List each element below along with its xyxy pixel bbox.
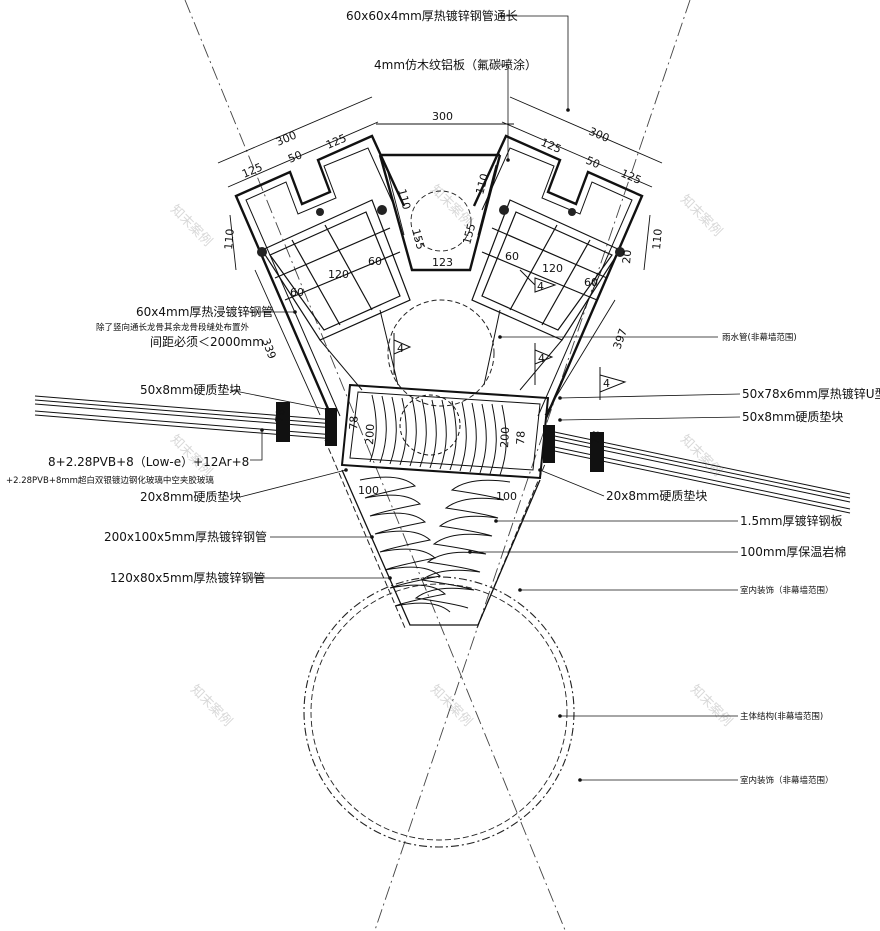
dim-155-right: 155: [460, 222, 478, 246]
glass-clamps: [276, 402, 604, 472]
label-main-structure: 主体结构(非幕墙范围): [740, 711, 823, 722]
label-al-panel: 4mm仿木纹铝板（氟碳喷涂）: [374, 57, 537, 72]
dim-200-right: 200: [498, 427, 512, 449]
drain-pipe-circle: [387, 190, 495, 407]
dim-300-right: 300: [587, 125, 611, 145]
watermark-5: 知末案例: [677, 432, 725, 480]
dim-125-right-2: 125: [619, 167, 643, 187]
tag-4c: 4: [538, 352, 545, 365]
dim-100-right: 100: [496, 490, 517, 503]
label-pad-left: 50x8mm硬质垫块: [140, 382, 241, 397]
label-u-channel: 50x78x6mm厚热镀锌U型槽: [742, 387, 880, 401]
watermark-8: 知末案例: [687, 682, 735, 730]
label-steel-tube-1: 60x4mm厚热浸镀锌钢管: [136, 304, 273, 319]
label-steel-tube-2: 除了竖向通长龙骨其余龙骨段缝处布置外: [96, 322, 250, 333]
label-pad-small-left: 20x8mm硬质垫块: [140, 489, 241, 504]
tag-4d: 4: [603, 377, 610, 390]
wood-aluminium-cladding: [234, 134, 644, 419]
tag-4b: 4: [537, 280, 544, 293]
dim-110-mid-right: 110: [473, 172, 491, 196]
dim-50-right: 50: [584, 154, 602, 171]
watermark-2: 知末案例: [427, 182, 475, 230]
insulation-coils-box: [369, 394, 507, 476]
dim-60-left-1: 60: [368, 255, 382, 268]
dim-78-side-right: 78: [589, 430, 603, 445]
dim-397: 397: [611, 327, 630, 351]
label-tube-200: 200x100x5mm厚热镀锌钢管: [104, 529, 267, 544]
watermark-3: 知末案例: [677, 192, 725, 240]
dim-60-right-2: 60: [584, 276, 598, 289]
label-top-tube: 60x60x4mm厚热镀锌钢管通长: [346, 8, 518, 23]
steel-frame-right: [471, 199, 621, 341]
leader-lines: [229, 15, 741, 781]
central-steel-box: [340, 383, 550, 480]
dim-120-right: 120: [542, 262, 563, 275]
dim-110-left: 110: [222, 228, 237, 250]
label-pad-right: 50x8mm硬质垫块: [742, 409, 843, 424]
axis-lines: [184, 0, 691, 931]
section-markers: [393, 269, 627, 400]
dim-155-left: 155: [409, 227, 427, 251]
steel-frame-left: [261, 199, 411, 341]
label-steel-plate: 1.5mm厚镀锌钢板: [740, 514, 842, 528]
watermark-1: 知末案例: [167, 202, 215, 250]
dim-125-left-1: 125: [240, 161, 264, 181]
dim-60-left-2: 60: [290, 286, 304, 299]
dim-78-left: 78: [347, 415, 361, 430]
dim-300-mid: 300: [432, 110, 453, 123]
dim-200-left: 200: [363, 424, 377, 446]
label-pad-small-right: 20x8mm硬质垫块: [606, 488, 707, 503]
dim-20-right: 20: [620, 249, 634, 264]
label-interior-1: 室内装饰（非幕墙范围）: [740, 585, 834, 596]
dim-78-right: 78: [514, 430, 528, 445]
label-steel-tube-3: 间距必须＜2000mm: [150, 335, 264, 349]
label-drain-pipe: 雨水管(非幕墙范围): [722, 332, 797, 343]
dim-78-side-left: 78: [273, 408, 287, 423]
label-glass-1: 8+2.28PVB+8（Low-e）+12Ar+8: [48, 455, 249, 469]
dim-120-left: 120: [328, 268, 349, 281]
dim-110-right: 110: [650, 228, 665, 250]
dim-123: 123: [432, 256, 453, 269]
label-interior-2: 室内装饰（非幕墙范围）: [740, 775, 834, 786]
dim-300-left: 300: [274, 129, 298, 149]
watermark-6: 知末案例: [187, 682, 235, 730]
tag-4a: 4: [397, 342, 404, 355]
cladding-inner-lines: [245, 147, 633, 417]
leader-dots: [260, 108, 582, 782]
dimension-lines: [217, 96, 663, 416]
steel-plate-lower: [341, 469, 541, 626]
label-rockwool: 100mm厚保温岩棉: [740, 544, 846, 559]
anchor-bolts: [257, 205, 625, 257]
rockwool-springs-lower: [359, 476, 511, 613]
dim-110-mid-left: 110: [395, 187, 413, 211]
dim-60-right-1: 60: [505, 250, 519, 263]
support-brackets: [319, 309, 563, 391]
dim-100-left: 100: [358, 484, 379, 497]
interior-finish-lines: [324, 439, 556, 629]
label-glass-2: +2.28PVB+8mm超白双银镀边钢化玻璃中空夹胶玻璃: [6, 475, 214, 486]
dim-50-left: 50: [286, 148, 304, 165]
label-tube-120: 120x80x5mm厚热镀锌钢管: [110, 570, 265, 585]
main-structure-circle: [303, 576, 575, 848]
